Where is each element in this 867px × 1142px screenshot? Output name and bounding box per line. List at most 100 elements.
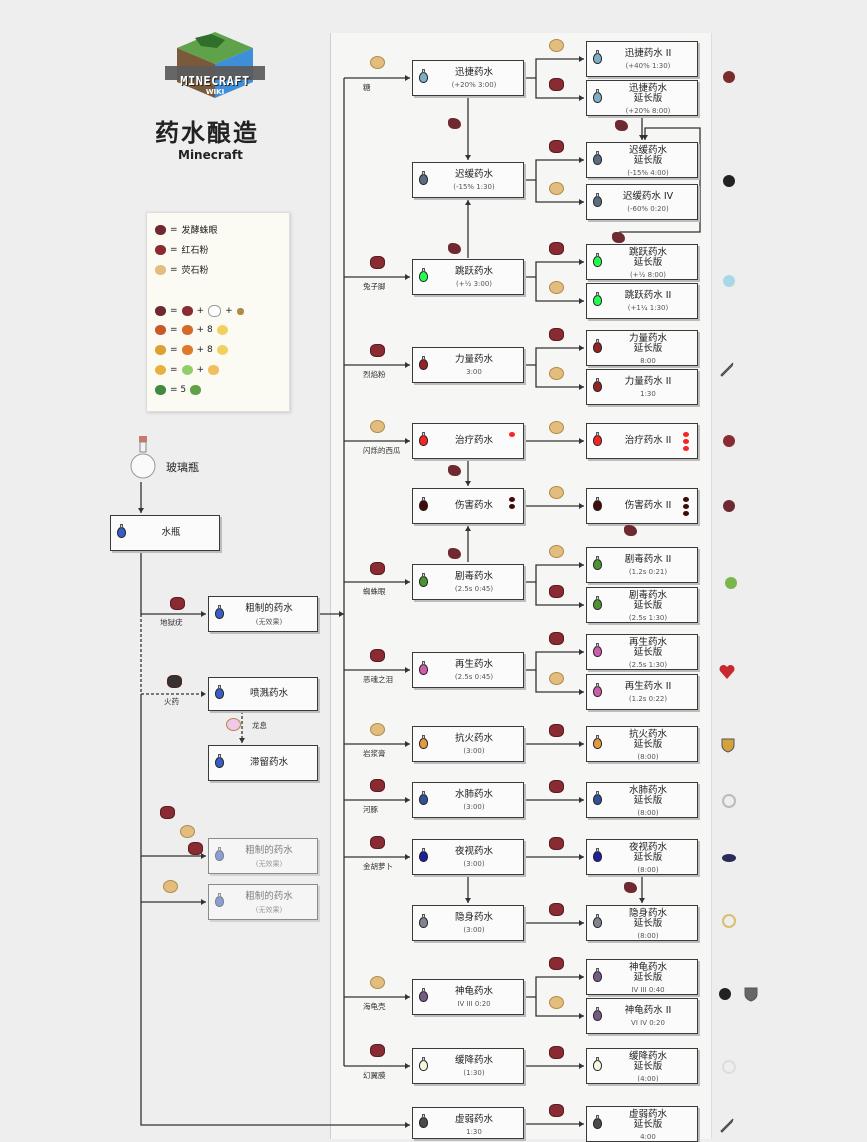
- potion-effect: (3:00): [463, 803, 485, 811]
- ingredient-label-magma_cream: 岩浆膏: [363, 749, 386, 758]
- potion-node-invis_ext[interactable]: 隐身药水延长版(8:00): [586, 905, 698, 941]
- arrow-head: [579, 1121, 584, 1127]
- arrow-head: [405, 579, 410, 585]
- regeneration-effect-icon: [719, 664, 735, 679]
- mushroom-icon: [236, 307, 244, 315]
- slow-falling-effect-icon: [722, 1060, 736, 1074]
- potion-node-invis[interactable]: 隐身药水(3:00): [412, 905, 524, 941]
- potion-effect: (8:00): [637, 866, 659, 874]
- arrow-head: [201, 899, 206, 905]
- arrow-head: [201, 611, 206, 617]
- potion-name: 虚弱药水: [454, 1114, 493, 1125]
- melon-slice-icon: [181, 325, 193, 335]
- page-subtitle: Minecraft: [178, 148, 243, 162]
- ingredient-icon-ghast_tear: [370, 649, 385, 662]
- potion-name: 再生药水 II: [624, 681, 672, 692]
- potion-bottle-icon: [593, 339, 602, 353]
- potion-name: 迅捷药水: [628, 83, 667, 94]
- potion-bottle-icon: [215, 605, 224, 619]
- potion-effect: 3:00: [466, 368, 482, 376]
- awkward-potion-node[interactable]: 粗制的药水(无效果): [208, 596, 318, 632]
- mod-icon-turtle_ext: [549, 957, 564, 970]
- potion-node-regen[interactable]: 再生药水(2.5s 0:45): [412, 652, 524, 688]
- potion-effect: 1:30: [466, 1128, 482, 1136]
- potion-node-heal[interactable]: 治疗药水: [412, 423, 524, 459]
- potion-node-slowfall_ext[interactable]: 缓降药水延长版(4:00): [586, 1048, 698, 1084]
- water-bottle-node[interactable]: 水瓶: [110, 515, 220, 551]
- lingering-potion-node[interactable]: 滞留药水: [208, 745, 318, 781]
- potion-name: 迅捷药水: [454, 67, 493, 78]
- mundane-potion-node-2[interactable]: 粗制的药水(无效果): [208, 884, 318, 920]
- potion-node-slow4[interactable]: 迟缓药水 IV(-60% 0:20): [586, 184, 698, 220]
- potion-node-weak[interactable]: 虚弱药水 1:30: [412, 1107, 524, 1139]
- potion-node-leap2[interactable]: 跳跃药水 II(+1¼ 1:30): [586, 283, 698, 319]
- mundane-potion-node-1[interactable]: 粗制的药水(无效果): [208, 838, 318, 874]
- potion-node-night[interactable]: 夜视药水(3:00): [412, 839, 524, 875]
- potion-node-slowfall[interactable]: 缓降药水(1:30): [412, 1048, 524, 1084]
- potion-name: 抗火药水: [454, 733, 493, 744]
- potion-bottle-icon: [593, 596, 602, 610]
- potion-node-poison_ext[interactable]: 剧毒药水延长版(2.5s 1:30): [586, 587, 698, 623]
- potion-node-swift_ext[interactable]: 迅捷药水延长版(+20% 8:00): [586, 80, 698, 116]
- potion-node-regen2[interactable]: 再生药水 II(1.2s 0:22): [586, 674, 698, 710]
- arrow-head: [465, 155, 471, 160]
- potion-node-night_ext[interactable]: 夜视药水延长版(8:00): [586, 839, 698, 875]
- arrow-head: [201, 853, 206, 859]
- potion-node-poison2[interactable]: 剧毒药水 II(1.2s 0:21): [586, 547, 698, 583]
- dragon-breath-icon: [226, 718, 241, 731]
- potion-node-slow_ext[interactable]: 迟缓药水延长版(-15% 4:00): [586, 142, 698, 178]
- potion-node-poison[interactable]: 剧毒药水(2.5s 0:45): [412, 564, 524, 600]
- potion-node-swift[interactable]: 迅捷药水(+20% 3:00): [412, 60, 524, 96]
- potion-effect: (2.5s 1:30): [628, 614, 668, 622]
- potion-effect: (4:00): [637, 1075, 659, 1083]
- potion-name: 水肺药水: [454, 789, 493, 800]
- legend-recipe-magma: = +: [155, 365, 220, 375]
- ingredient-label-pufferfish: 河豚: [363, 805, 378, 814]
- dragon-breath-label: 龙息: [252, 721, 267, 730]
- arrow-head: [579, 345, 584, 351]
- connector-line: [524, 564, 584, 583]
- ingredient-label-phantom_membrane: 幻翼膜: [363, 1071, 386, 1080]
- potion-bottle-icon: [593, 151, 602, 165]
- potion-node-heal2[interactable]: 治疗药水 II: [586, 423, 698, 459]
- potion-node-water[interactable]: 水肺药水 (3:00): [412, 782, 524, 818]
- mod-icon-fire_ext: [549, 724, 564, 737]
- potion-node-fire[interactable]: 抗火药水 (3:00): [412, 726, 524, 762]
- potion-node-regen_ext[interactable]: 再生药水延长版(2.5s 1:30): [586, 634, 698, 670]
- splash-potion-node[interactable]: 喷溅药水: [208, 677, 318, 711]
- potion-name: 滞留药水: [249, 757, 288, 768]
- potion-effect: IV III 0:40: [631, 986, 665, 994]
- potion-effect: (3:00): [463, 747, 485, 755]
- potion-name: 神龟药水 II: [624, 1005, 672, 1016]
- potion-node-harm[interactable]: 伤害药水: [412, 488, 524, 524]
- ingredient-icon-blaze_powder: [370, 344, 385, 357]
- potion-effect: (-60% 0:20): [627, 205, 669, 213]
- potion-node-swift2[interactable]: 迅捷药水 II(+40% 1:30): [586, 41, 698, 77]
- potion-node-fire_ext[interactable]: 抗火药水延长版(8:00): [586, 726, 698, 762]
- arrow-head: [339, 611, 344, 617]
- mod-icon-slowfall_ext: [549, 1046, 564, 1059]
- potion-node-water_ext[interactable]: 水肺药水延长版(8:00): [586, 782, 698, 818]
- arrow-head: [405, 75, 410, 81]
- potion-node-slow[interactable]: 迟缓药水(-15% 1:30): [412, 162, 524, 198]
- potion-node-harm2[interactable]: 伤害药水 II: [586, 488, 698, 524]
- mod-icon-str2: [549, 367, 564, 380]
- potion-name: 隐身药水: [454, 912, 493, 923]
- glistering-melon-icon: [155, 325, 166, 335]
- potion-node-leap_ext[interactable]: 跳跃药水延长版(+½ 8:00): [586, 244, 698, 280]
- potion-bottle-icon: [215, 893, 224, 907]
- arrow-head: [579, 741, 584, 747]
- glowstone-icon: [155, 264, 166, 275]
- arrow-head: [579, 602, 584, 608]
- ingredient-label-golden_carrot: 金胡萝卜: [363, 862, 393, 871]
- potion-node-leap[interactable]: 跳跃药水(+½ 3:00): [412, 259, 524, 295]
- potion-effect: (1.2s 0:21): [628, 568, 668, 576]
